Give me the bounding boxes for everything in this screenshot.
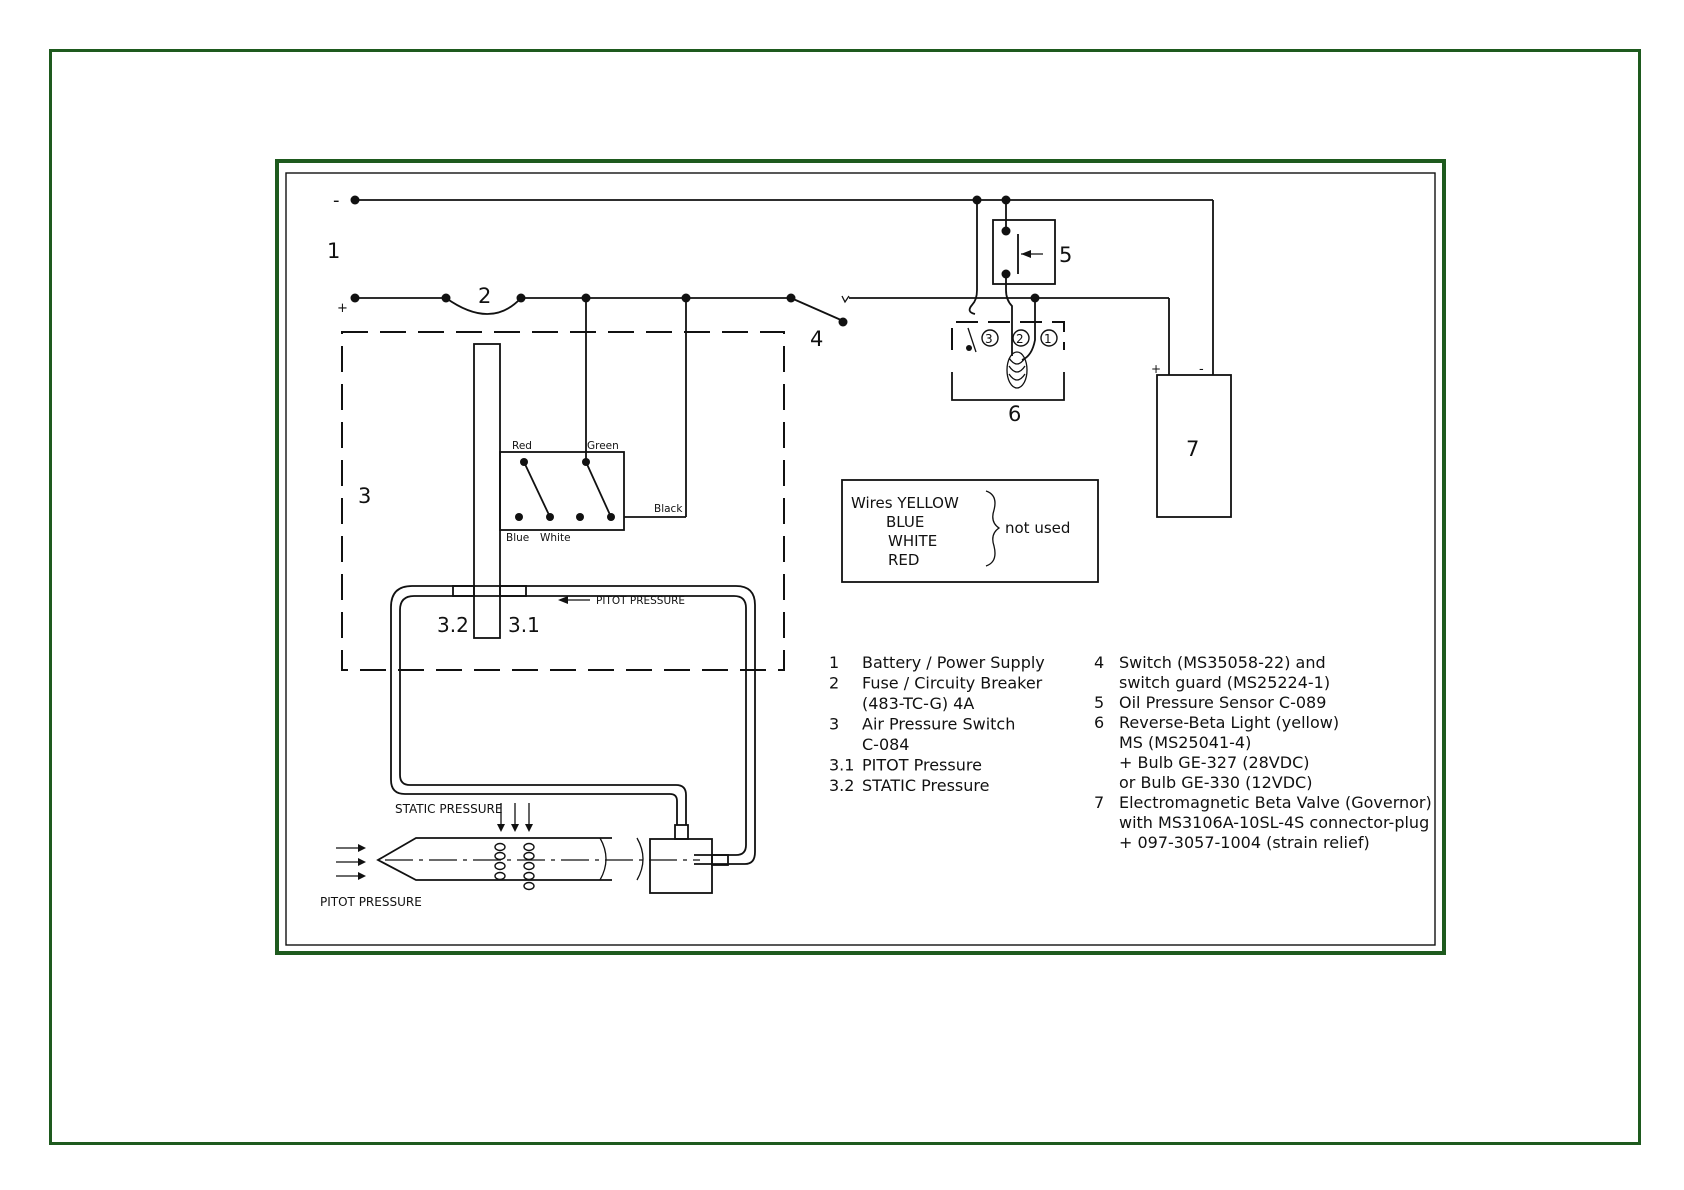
legend-text: switch guard (MS25224-1) — [1119, 673, 1330, 692]
legend-number: 4 — [1094, 653, 1104, 672]
battery-number: 1 — [327, 239, 340, 263]
legend-text: Electromagnetic Beta Valve (Governor) — [1119, 793, 1432, 812]
unused-wires-line2: BLUE — [886, 513, 924, 531]
fuse-symbol — [445, 297, 522, 315]
legend-text: Switch (MS35058-22) and — [1119, 653, 1326, 672]
legend-text: PITOT Pressure — [862, 756, 982, 775]
valve-plus-label: + — [1151, 362, 1161, 376]
legend-text: Oil Pressure Sensor C-089 — [1119, 693, 1326, 712]
pitot-pressure-arrow — [558, 596, 590, 604]
unused-wires-brace — [985, 490, 1001, 567]
oil-pressure-sensor — [992, 200, 1056, 285]
unused-wires-line4: RED — [888, 551, 919, 569]
air-switch-enclosure — [341, 331, 785, 671]
unused-wires-box — [841, 479, 1099, 583]
legend-text: or Bulb GE-330 (12VDC) — [1119, 773, 1312, 792]
legend-number: 3.2 — [829, 776, 854, 795]
oil-sensor-number: 5 — [1059, 243, 1072, 267]
legend-number: 2 — [829, 674, 839, 693]
legend-text: Battery / Power Supply — [862, 653, 1045, 672]
wire-blue-label: Blue — [506, 532, 529, 544]
negative-rail — [350, 195, 1214, 375]
light-number: 6 — [1008, 402, 1021, 426]
unused-wires-line1: Wires YELLOW — [851, 494, 959, 512]
page-frame — [49, 49, 1641, 1145]
legend-text: + Bulb GE-327 (28VDC) — [1119, 753, 1309, 772]
legend-number: 7 — [1094, 793, 1104, 812]
wire-green-label: Green — [587, 440, 619, 452]
legend-text: Fuse / Circuity Breaker — [862, 674, 1043, 693]
light-terminal-1: 1 — [1044, 332, 1052, 346]
minus-terminal-label: - — [333, 190, 340, 211]
air-switch-number: 3 — [358, 484, 371, 508]
legend-number: 1 — [829, 653, 839, 672]
diagram-frame-outer — [275, 159, 1446, 955]
reverse-beta-light — [951, 200, 1065, 401]
legend-text: (483-TC-G) 4A — [862, 694, 974, 713]
light-terminal-2: 2 — [1016, 332, 1024, 346]
legend-number: 6 — [1094, 713, 1104, 732]
pitot-pressure-tube-label: PITOT PRESSURE — [596, 595, 685, 607]
legend-number: 5 — [1094, 693, 1104, 712]
valve-number: 7 — [1186, 437, 1199, 461]
legend-text: Air Pressure Switch — [862, 715, 1015, 734]
contact-block — [499, 451, 625, 531]
fuse-number: 2 — [478, 284, 491, 308]
diagram-frame-inner — [285, 172, 1436, 946]
positive-rail — [350, 293, 1170, 375]
static-pressure-label: STATIC PRESSURE — [395, 802, 502, 816]
port-32-label: 3.2 — [437, 613, 469, 637]
valve-minus-label: - — [1199, 362, 1204, 377]
pitot-inlet-arrows — [336, 844, 366, 880]
static-pressure-arrows — [497, 803, 533, 832]
switch-number: 4 — [810, 327, 823, 351]
port-31-label: 3.1 — [508, 613, 540, 637]
switch-4-blade — [790, 297, 842, 321]
pitot-static-probe — [336, 803, 729, 894]
beta-valve — [1156, 374, 1232, 518]
legend-text: MS (MS25041-4) — [1119, 733, 1251, 752]
legend-text: Reverse-Beta Light (yellow) — [1119, 713, 1339, 732]
wire-black-label: Black — [654, 503, 683, 515]
wire-red-label: Red — [512, 440, 532, 452]
unused-wires-note: not used — [1005, 519, 1070, 537]
static-ports — [494, 842, 535, 891]
plus-terminal-label: + — [337, 301, 348, 316]
legend-text: + 097-3057-1004 (strain relief) — [1119, 833, 1370, 852]
legend-text: with MS3106A-10SL-4S connector-plug — [1119, 813, 1429, 832]
contact-block-wiring — [515, 298, 687, 521]
pressure-tubing — [390, 585, 756, 865]
pitot-pressure-label: PITOT PRESSURE — [320, 895, 422, 909]
light-terminal-3: 3 — [985, 332, 993, 346]
wire-white-label: White — [540, 532, 571, 544]
legend-left: 1 Battery / Power Supply 2 Fuse / Circuity … — [829, 653, 1045, 795]
legend-number: 3.1 — [829, 756, 854, 775]
legend-text: C-084 — [862, 735, 909, 754]
unused-wires-line3: WHITE — [888, 532, 937, 550]
pressure-stem — [473, 343, 501, 639]
legend-text: STATIC Pressure — [862, 776, 989, 795]
legend-number: 3 — [829, 715, 839, 734]
